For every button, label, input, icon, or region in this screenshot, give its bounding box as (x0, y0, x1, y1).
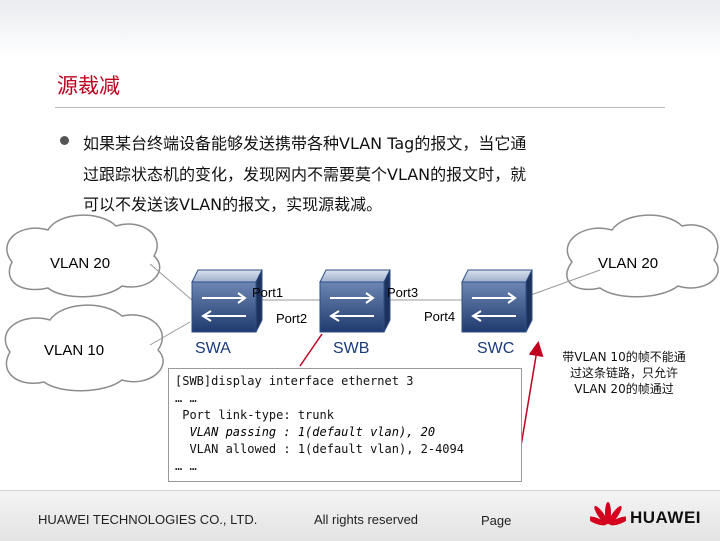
port-label-port2: Port2 (276, 311, 308, 326)
switch-swa-icon (191, 269, 263, 333)
header-band (0, 0, 720, 58)
link-vlan20-swa (149, 263, 193, 301)
cli-port-link-type: Port link-type: trunk (175, 408, 334, 422)
bullet-line-3: 可以不发送该VLAN的报文，实现源裁减。 (83, 195, 383, 214)
cli-vlan-allowed: VLAN allowed : 1(default vlan), 2-4094 (175, 442, 464, 456)
switch-label-swc: SWC (477, 340, 515, 357)
cloud-label-vlan20-right: VLAN 20 (598, 255, 659, 272)
footer-rights: All rights reserved (314, 512, 419, 527)
cloud-left-top (6, 214, 161, 298)
cloud-label-vlan20-left: VLAN 20 (50, 255, 111, 272)
cli-vlan-passing: VLAN passing : 1(default vlan), 20 (175, 425, 436, 439)
pointer-line-cli (299, 333, 323, 367)
callout-note: 带VLAN 10的帧不能通 过这条链路，只允许 VLAN 20的帧通过 (548, 349, 700, 397)
callout-arrow (519, 341, 544, 453)
page-title: 源裁减 (57, 74, 120, 98)
cli-command: [SWB]display interface ethernet 3 (175, 374, 414, 388)
bullet-icon (60, 136, 69, 145)
cli-ellipsis-bottom: … … (175, 459, 197, 473)
footer-company: HUAWEI TECHNOLOGIES CO., LTD. (38, 512, 258, 527)
brand-wordmark: HUAWEI (630, 508, 701, 527)
title-divider (55, 107, 665, 108)
switch-swc-icon (461, 269, 533, 333)
callout-line-2: 过这条链路，只允许 (569, 366, 678, 380)
switch-swb-icon (319, 269, 391, 333)
port-label-port4: Port4 (424, 309, 456, 324)
footer-page: Page (481, 513, 512, 528)
port-label-port1: Port1 (252, 285, 284, 300)
cli-ellipsis-top: … … (175, 391, 197, 405)
link-vlan10-swa (149, 321, 191, 346)
callout-line-1: 带VLAN 10的帧不能通 (562, 350, 686, 364)
bullet-line-2: 过跟踪状态机的变化，发现网内不需要莫个VLAN的报文时，就 (83, 165, 527, 184)
switch-label-swb: SWB (333, 340, 370, 357)
cloud-left-bottom (4, 304, 164, 392)
link-swc-vlan20 (527, 269, 601, 297)
huawei-logo-icon (590, 502, 626, 526)
switch-label-swa: SWA (195, 340, 231, 357)
cloud-label-vlan10: VLAN 10 (44, 342, 105, 359)
cli-output-box: [SWB]display interface ethernet 3 … … Po… (168, 368, 522, 482)
cloud-right-top (566, 214, 719, 298)
bullet-line-1: 如果某台终端设备能够发送携带各种VLAN Tag的报文，当它通 (83, 134, 527, 153)
port-label-port3: Port3 (387, 285, 419, 300)
callout-line-3: VLAN 20的帧通过 (574, 382, 674, 396)
